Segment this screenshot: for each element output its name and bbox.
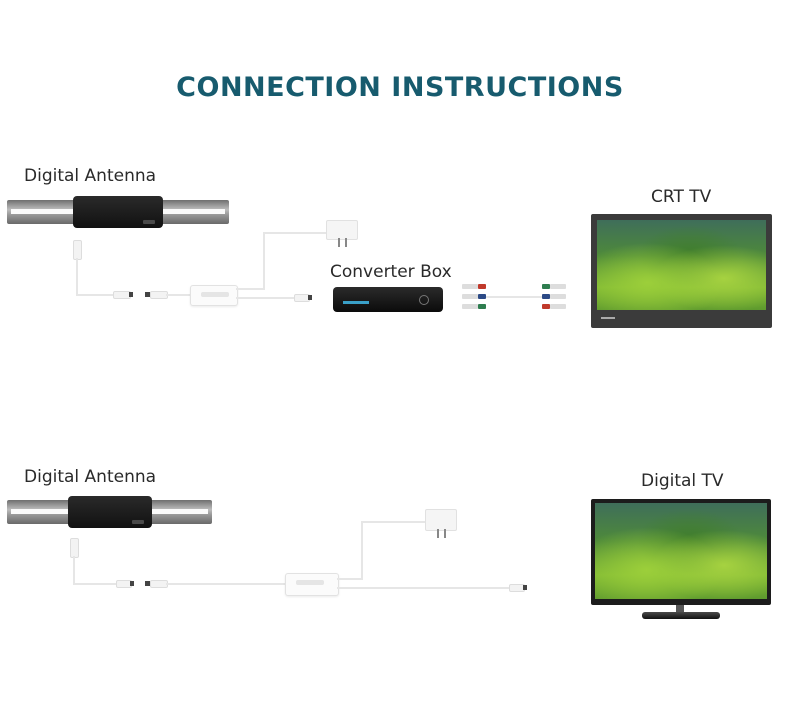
signal-amplifier: [285, 573, 339, 596]
converter-box-label: Converter Box: [330, 262, 452, 282]
converter-box: [333, 287, 443, 312]
tv-stand-neck: [676, 605, 684, 613]
antenna-logo-icon: [143, 220, 155, 224]
power-cable: [236, 288, 264, 290]
antenna-label: Digital Antenna: [24, 166, 157, 186]
crt-tv: [591, 214, 772, 328]
coax-cable: [236, 297, 296, 299]
power-cable: [361, 521, 427, 523]
coax-cable: [337, 587, 511, 589]
antenna-label: Digital Antenna: [24, 467, 157, 487]
power-cable: [263, 232, 328, 234]
page-title: CONNECTION INSTRUCTIONS: [176, 72, 624, 103]
tv-screen: [595, 503, 767, 599]
coax-cable: [73, 583, 118, 585]
tv-label: CRT TV: [651, 187, 712, 207]
coax-cable: [166, 583, 286, 585]
coax-cable: [76, 294, 116, 296]
digital-tv: [591, 499, 771, 605]
antenna-body: [68, 496, 152, 528]
tv-screen: [597, 220, 766, 310]
signal-amplifier: [190, 285, 238, 306]
coax-cable: [73, 556, 75, 584]
coax-plug: [70, 538, 79, 558]
power-cable: [263, 233, 265, 290]
power-button-icon: [419, 295, 429, 305]
power-adapter: [326, 220, 358, 240]
tv-controls-icon: [601, 317, 615, 319]
coax-cable: [166, 294, 192, 296]
coax-plug: [73, 240, 82, 260]
tv-label: Digital TV: [641, 471, 724, 491]
antenna-logo-icon: [132, 520, 144, 524]
power-cable: [361, 522, 363, 580]
antenna-body: [73, 196, 163, 228]
power-cable: [337, 578, 363, 580]
converter-display: [343, 301, 369, 304]
power-adapter: [425, 509, 457, 531]
tv-stand: [642, 612, 720, 619]
coax-cable: [76, 258, 78, 295]
